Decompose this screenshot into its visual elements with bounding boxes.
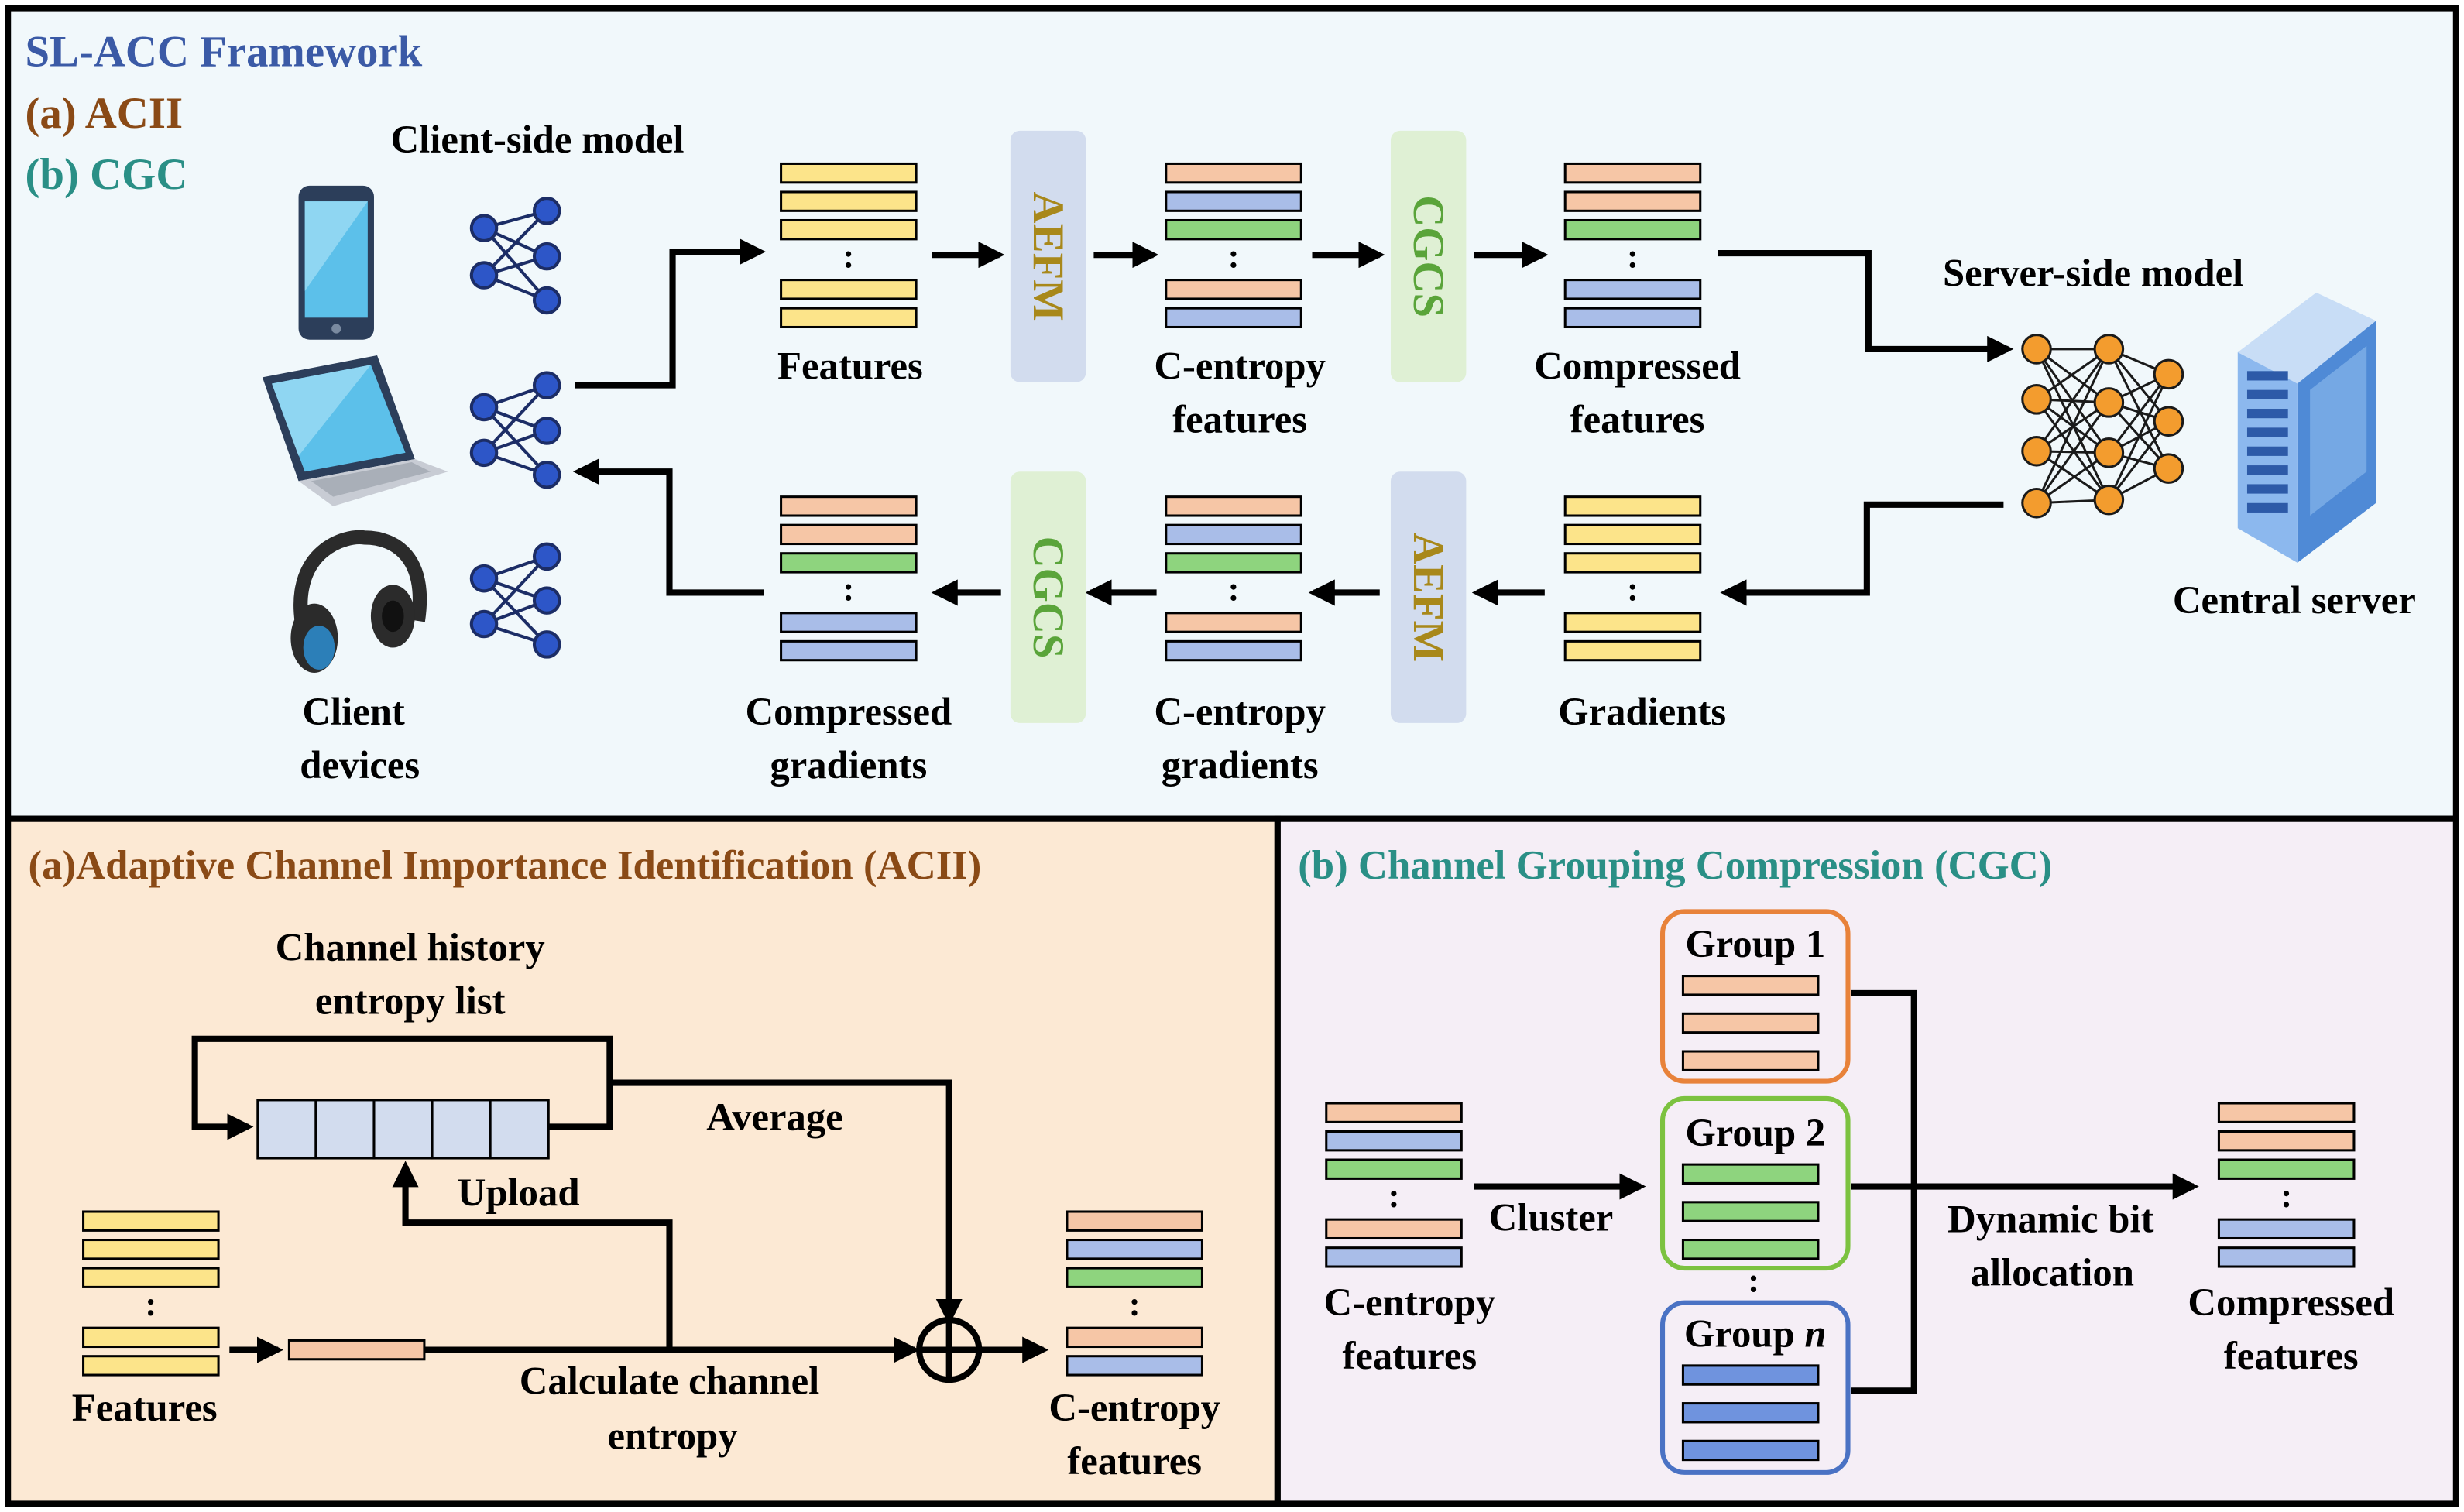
group-merge-bracket — [1851, 989, 1917, 1394]
centropy-features-label-1: C-entropy — [1154, 344, 1326, 387]
compressed-features-dots: : — [1627, 236, 1639, 275]
calc-entropy-label-1: Calculate channel — [520, 1359, 819, 1402]
client-network-2 — [469, 371, 561, 489]
centropy-gradients-stack — [1165, 495, 1302, 662]
centropy-gradients-label-2: gradients — [1162, 743, 1319, 787]
client-devices-label-1: Client — [302, 690, 405, 733]
history-loop-arrow — [191, 1035, 613, 1140]
cgc-output-dots: : — [2280, 1176, 2292, 1215]
aefm-block-top — [1010, 130, 1086, 382]
acii-features-label: Features — [72, 1386, 218, 1429]
groups-dots: : — [1748, 1261, 1759, 1300]
history-label-2: entropy list — [315, 979, 506, 1022]
cgc-input-label-2: features — [1342, 1334, 1477, 1377]
history-entropy-list — [256, 1099, 550, 1160]
acii-features-stack — [82, 1210, 220, 1377]
group-2-label: Group 2 — [1685, 1111, 1825, 1154]
cgc-output-label-2: features — [2224, 1334, 2359, 1377]
acii-output-dots: : — [1129, 1284, 1141, 1323]
acii-panel — [5, 815, 1281, 1507]
compressed-gradients-label-2: gradients — [770, 743, 927, 787]
upload-label: Upload — [458, 1171, 580, 1214]
average-label: Average — [706, 1095, 842, 1138]
compressed-gradients-stack — [780, 495, 918, 662]
arrow-compressed-to-server — [1718, 250, 2014, 362]
legend-cgc: (b) CGC — [25, 150, 187, 199]
cgcs-label-bottom: CGCS — [1024, 537, 1072, 659]
features-stack — [780, 162, 918, 329]
single-channel-bar — [287, 1339, 426, 1361]
server-model-label: Server-side model — [1943, 252, 2243, 295]
cgc-output-label-1: Compressed — [2188, 1281, 2394, 1324]
gradients-stack — [1563, 495, 1702, 662]
group-2-bars — [1681, 1163, 1820, 1260]
acii-title: (a)Adaptive Channel Importance Identific… — [29, 843, 982, 888]
cluster-label: Cluster — [1489, 1195, 1614, 1239]
centropy-features-dots: : — [1228, 236, 1240, 275]
group-1-label: Group 1 — [1685, 922, 1825, 965]
acii-features-dots: : — [145, 1284, 156, 1323]
calc-entropy-label-2: entropy — [607, 1414, 737, 1457]
group-n-label: Group n — [1684, 1312, 1827, 1356]
aefm-label-top: AEFM — [1024, 192, 1072, 321]
cgcs-label-top: CGCS — [1404, 195, 1453, 317]
client-devices-label-2: devices — [300, 743, 420, 787]
cgc-input-stack — [1325, 1102, 1463, 1268]
compressed-gradients-label-1: Compressed — [745, 690, 952, 733]
acii-output-label-2: features — [1067, 1439, 1202, 1483]
group-1-box — [1659, 909, 1851, 1084]
compressed-features-stack — [1563, 162, 1702, 329]
cgc-input-dots: : — [1388, 1176, 1400, 1215]
cgc-input-label-1: C-entropy — [1323, 1281, 1495, 1324]
central-server-label: Central server — [2173, 578, 2416, 622]
server-icon — [2237, 292, 2376, 563]
centropy-features-label-2: features — [1172, 397, 1307, 441]
acii-output-label-1: C-entropy — [1048, 1386, 1220, 1429]
sum-operator-icon — [916, 1316, 983, 1383]
client-network-1 — [469, 197, 561, 315]
centropy-gradients-label-1: C-entropy — [1154, 690, 1326, 733]
framework-title: SL-ACC Framework — [25, 28, 422, 77]
average-arrow — [613, 1079, 963, 1325]
upload-arrow — [392, 1161, 673, 1350]
centropy-features-stack — [1165, 162, 1302, 329]
arrow-compressed-gradients-to-client — [572, 458, 764, 596]
phone-icon — [298, 185, 374, 340]
legend-acii: (a) ACII — [25, 89, 183, 138]
aefm-block-bottom — [1390, 471, 1467, 723]
client-network-3 — [469, 542, 561, 659]
arrow-server-to-gradients — [1720, 501, 2004, 606]
group-1-bars — [1681, 975, 1820, 1071]
aefm-label-bottom: AEFM — [1404, 533, 1453, 662]
gradients-label: Gradients — [1558, 690, 1726, 733]
compressed-gradients-dots: : — [842, 570, 854, 609]
gradients-dots: : — [1627, 570, 1639, 609]
features-label: Features — [777, 344, 923, 387]
headphones-icon — [290, 530, 427, 673]
cgcs-block-top — [1390, 130, 1467, 382]
server-network — [2021, 334, 2184, 519]
laptop-icon — [262, 355, 448, 506]
group-n-bars — [1681, 1364, 1820, 1462]
compressed-features-label-1: Compressed — [1534, 344, 1741, 387]
acii-output-stack — [1066, 1210, 1203, 1377]
dba-label-2: allocation — [1971, 1250, 2134, 1294]
cgc-title: (b) Channel Grouping Compression (CGC) — [1298, 843, 2052, 888]
client-model-label: Client-side model — [391, 118, 685, 161]
history-label-1: Channel history — [276, 925, 545, 969]
compressed-features-label-2: features — [1570, 397, 1705, 441]
cgc-output-stack — [2217, 1102, 2356, 1268]
centropy-gradients-dots: : — [1228, 570, 1240, 609]
features-dots: : — [842, 236, 854, 275]
group-2-box — [1659, 1095, 1851, 1271]
cgcs-block-bottom — [1010, 471, 1086, 723]
dba-label-1: Dynamic bit — [1948, 1197, 2153, 1240]
group-n-box — [1659, 1300, 1851, 1475]
arrow-client-to-features — [575, 238, 767, 389]
